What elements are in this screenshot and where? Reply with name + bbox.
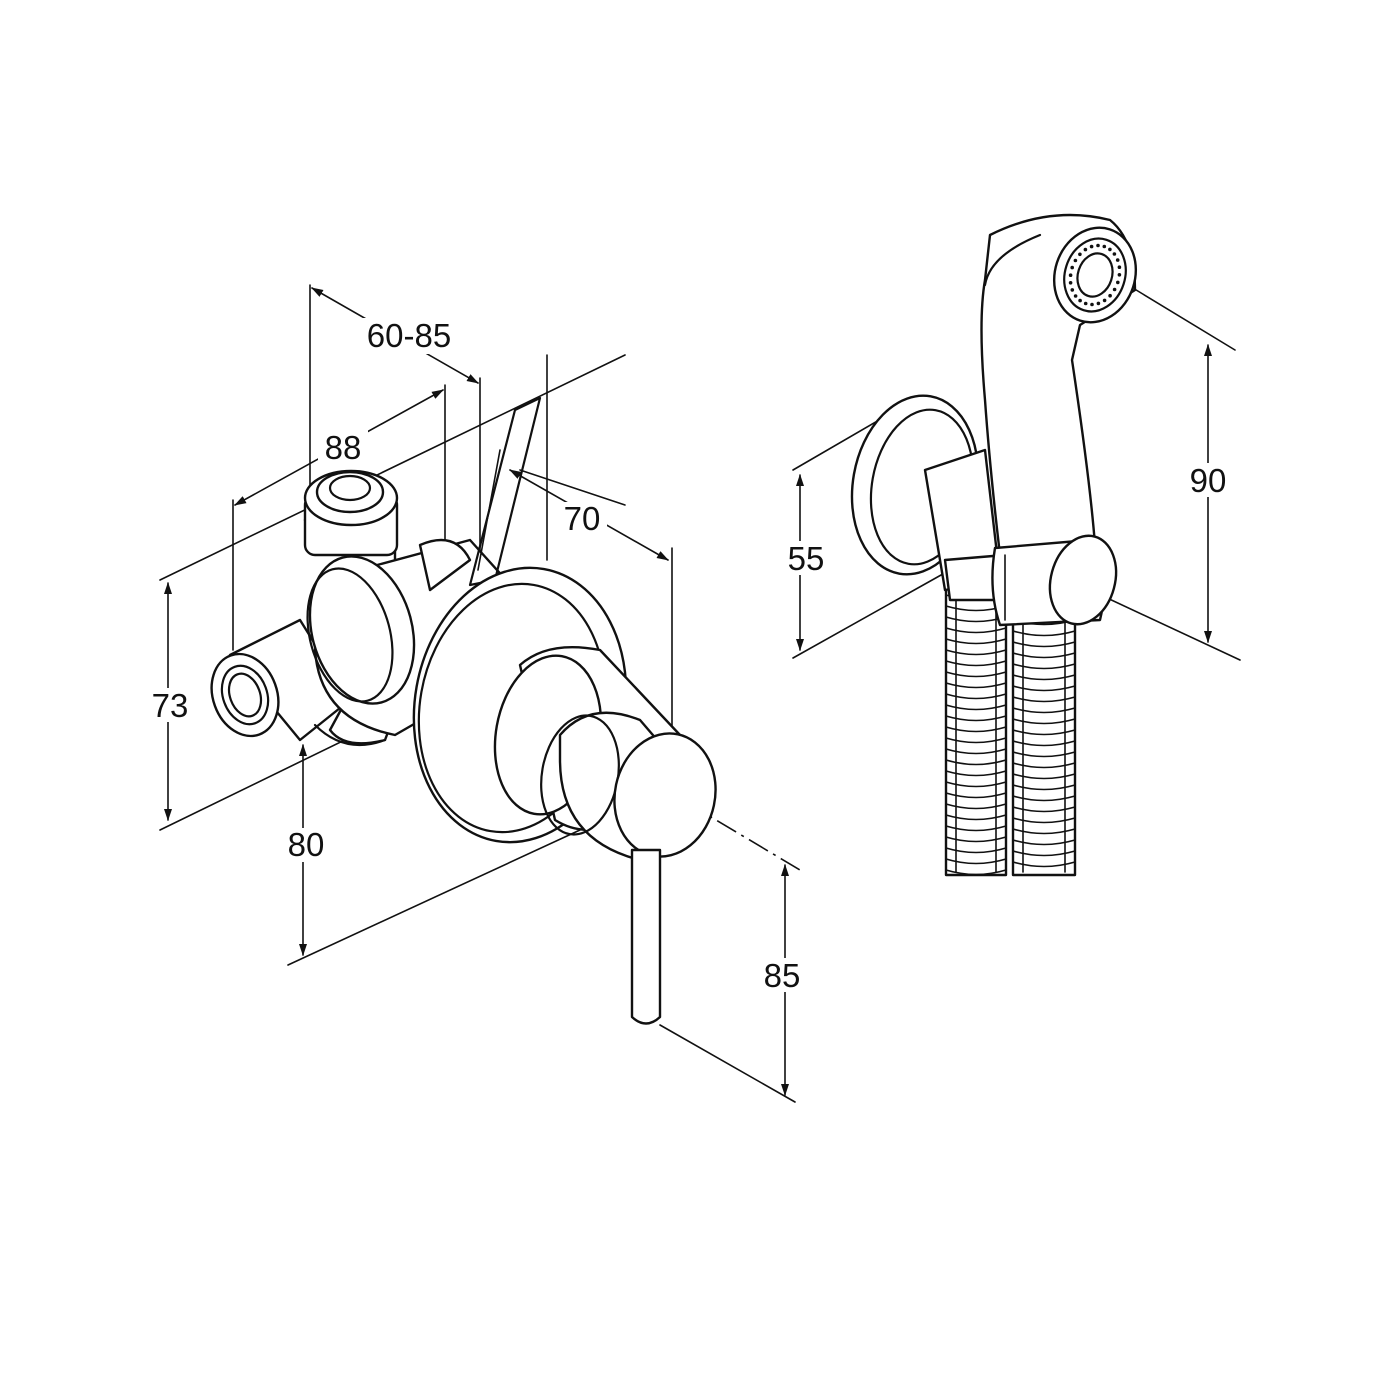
hose-ring (945, 858, 1007, 865)
hose-ring (945, 792, 1007, 799)
hose-ring (1012, 795, 1076, 802)
hose-ring (1012, 762, 1076, 769)
lever (630, 848, 662, 1025)
hose-ring (945, 726, 1007, 733)
dimension-label: 55 (788, 540, 825, 577)
hose-ring (1012, 707, 1076, 714)
hose-ring (1012, 861, 1076, 868)
dimension-label: 60-85 (367, 317, 451, 354)
hose-ring (945, 660, 1007, 667)
dimension-label: 70 (564, 500, 601, 537)
hose-ring (945, 704, 1007, 711)
hose-ring (1012, 773, 1076, 780)
dimension-label: 85 (764, 957, 801, 994)
nozzle-dot (1112, 287, 1117, 292)
dimension-label: 90 (1190, 462, 1227, 499)
nozzle-dot (1096, 301, 1101, 306)
hose-ring (1012, 839, 1076, 846)
nozzle-dot (1102, 244, 1107, 249)
hose-ring (945, 869, 1007, 876)
hose-ring (945, 836, 1007, 843)
hose-ring (1012, 828, 1076, 835)
hose-ring (1012, 674, 1076, 681)
hose-ring (1012, 652, 1076, 659)
dimension-label: 80 (288, 826, 325, 863)
nozzle-dot (1078, 252, 1082, 257)
hose-ring (1012, 740, 1076, 747)
handle-sleeve (493, 645, 717, 862)
nozzle-dot (1068, 273, 1073, 278)
hose-ring (1012, 685, 1076, 692)
wall-bracket (850, 394, 1010, 602)
handset (980, 213, 1138, 627)
nozzle-dot (1083, 247, 1088, 252)
nozzle-dot (1108, 247, 1112, 252)
hose-ring (945, 847, 1007, 854)
hand-shower-set (792, 213, 1241, 877)
hose (944, 583, 1077, 877)
hose-ring (1012, 751, 1076, 758)
hose-ring (945, 649, 1007, 656)
hose-ring (1012, 641, 1076, 648)
hose-ring (1012, 630, 1076, 637)
hose-ring (945, 737, 1007, 744)
hose-ring (1012, 850, 1076, 857)
hose-ring (1012, 817, 1076, 824)
hose-ring (945, 682, 1007, 689)
nozzle-dot (1073, 258, 1078, 263)
hose-ring (1012, 718, 1076, 725)
hose-ring (945, 759, 1007, 766)
nozzle-dot (1116, 280, 1120, 285)
nozzle-dot (1108, 293, 1112, 298)
hose-ring (1012, 784, 1076, 791)
nozzle-dot (1090, 302, 1094, 307)
hose-ring (1012, 663, 1076, 670)
nozzle-dot (1083, 301, 1088, 306)
nozzle-dot (1096, 243, 1100, 248)
hose-ring (945, 715, 1007, 722)
nozzle-dot (1117, 265, 1122, 270)
hose-ring (1012, 696, 1076, 703)
dimension-label: 88 (325, 429, 362, 466)
nozzle-dot (1117, 273, 1122, 277)
nozzle-dot (1102, 298, 1107, 303)
hose-ring (945, 638, 1007, 645)
nozzle-dot (1078, 298, 1082, 303)
nozzle-dot (1115, 258, 1120, 262)
nozzle-dot (1070, 288, 1075, 292)
hose-ring (945, 770, 1007, 777)
nozzle-dot (1068, 281, 1073, 285)
nozzle-dot (1112, 252, 1117, 256)
hose-ring (1012, 806, 1076, 813)
hose-ring (945, 803, 1007, 810)
dimension-label: 73 (152, 687, 189, 724)
nozzle-dot (1073, 294, 1078, 298)
hose-ring (945, 825, 1007, 832)
nozzle-dot (1089, 244, 1094, 249)
hose-ring (945, 748, 1007, 755)
dimension-labels: 60-85 88 70 73 80 85 55 90 (145, 317, 1233, 994)
hose-ring (945, 627, 1007, 634)
concealed-mixer (159, 284, 801, 1103)
hose-ring (1012, 729, 1076, 736)
hose-ring (945, 781, 1007, 788)
hose-ring (945, 814, 1007, 821)
hose-ring (945, 693, 1007, 700)
hose-ring (945, 671, 1007, 678)
nozzle-dot (1070, 265, 1074, 270)
